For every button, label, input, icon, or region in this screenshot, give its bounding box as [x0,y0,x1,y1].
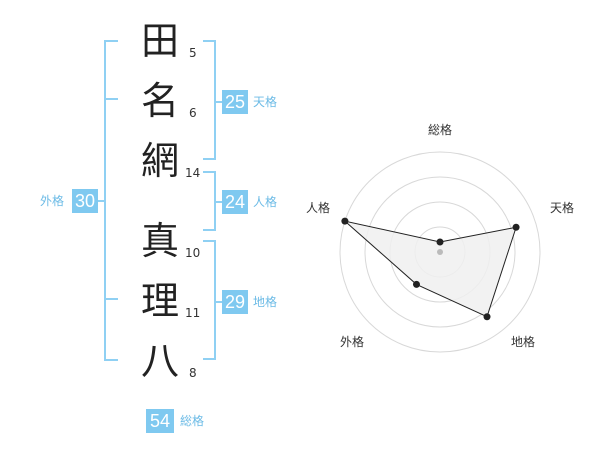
radar-ring-2 [389,201,491,303]
given-strokes-1: 10 [185,246,201,260]
radar-point-4 [341,217,349,225]
tenkaku-bracket-bottom [203,158,216,160]
given-char-3: 八 [140,339,179,383]
given-char-1: 真 [140,219,179,263]
gaikaku-value: 30 [72,189,98,213]
radar-point-2 [483,313,491,321]
radar-label-soukaku: 総格 [428,122,452,137]
surname-char-2: 名 [140,79,179,123]
tenkaku-label: 天格 [253,95,278,109]
radar-point-0 [436,238,444,246]
radar-point-3 [412,280,420,288]
jinkaku-bracket-connector [214,201,222,203]
gaikaku-bracket-tick-2 [104,298,118,300]
radar-label-jinkaku: 人格 [306,200,330,215]
given-strokes-3: 8 [189,366,197,380]
radar-label-gaikaku: 外格 [340,334,364,349]
radar-ring-4 [339,151,541,353]
surname-strokes-1: 5 [189,46,197,60]
radar-center-dot [437,249,443,255]
jinkaku-value: 24 [222,190,248,214]
surname-char-1: 田 [140,19,179,63]
soukaku-label: 総格 [180,414,205,428]
radar-ring-3 [364,176,516,328]
radar-label-tenkaku: 天格 [550,200,574,215]
radar-data-polygon [343,220,517,318]
chikaku-bracket-top [203,240,216,242]
tenkaku-bracket-line [214,40,216,160]
gaikaku-bracket-top [104,40,118,42]
soukaku-value: 54 [146,409,174,433]
given-char-2: 理 [140,279,179,323]
tenkaku-value: 25 [222,90,248,114]
jinkaku-label: 人格 [253,195,278,209]
chikaku-bracket-connector [214,301,222,303]
tenkaku-bracket-top [203,40,216,42]
surname-char-3: 網 [140,139,179,183]
jinkaku-bracket-bottom [203,229,216,231]
gaikaku-bracket-connector [98,200,106,202]
given-strokes-2: 11 [185,306,201,320]
chikaku-bracket-line [214,240,216,360]
chikaku-bracket-bottom [203,358,216,360]
gaikaku-bracket-tick-1 [104,98,118,100]
radar-label-chikaku: 地格 [511,334,535,349]
radar-ring-1 [414,226,466,278]
gaikaku-bracket-bottom [104,359,118,361]
radar-point-1 [512,223,520,231]
tenkaku-bracket-connector [214,101,222,103]
chikaku-value: 29 [222,290,248,314]
surname-strokes-2: 6 [189,106,197,120]
chikaku-label: 地格 [253,295,278,309]
surname-strokes-3: 14 [185,166,201,180]
gaikaku-label: 外格 [40,194,65,208]
jinkaku-bracket-top [203,171,216,173]
